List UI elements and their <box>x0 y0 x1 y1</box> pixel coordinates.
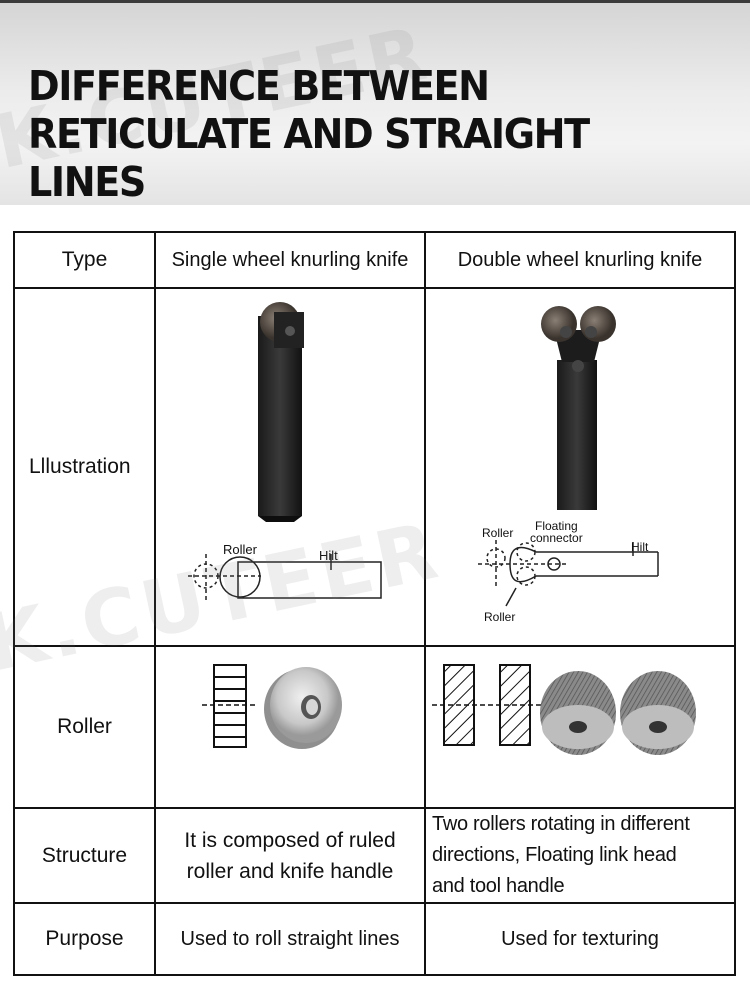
cell-structure-label: Structure <box>13 807 156 904</box>
cell-type-double: Double wheel knurling knife <box>424 231 736 289</box>
structure-double-line1: Two rollers rotating in different <box>432 813 690 835</box>
cell-type-label: Type <box>13 231 156 289</box>
structure-single-line2: roller and knife handle <box>186 859 394 883</box>
cell-roller-single <box>154 645 426 809</box>
label-roller-single: Roller <box>223 542 257 557</box>
cell-type-single: Single wheel knurling knife <box>154 231 426 289</box>
cell-illustration-label: Lllustration <box>13 287 156 647</box>
double-knurling-tool-illustration <box>478 306 659 607</box>
tool-handle-shape <box>258 316 302 516</box>
double-schematic <box>478 540 659 607</box>
cell-structure-double: Two rollers rotating in different direct… <box>424 807 736 904</box>
cell-illustration-single: Roller Hilt <box>154 287 426 647</box>
title-line-2: RETICULATE AND STRAIGHT LINES <box>28 110 590 205</box>
cell-roller-label: Roller <box>13 645 156 809</box>
straight-knurl-roller-photo <box>264 667 342 749</box>
double-roller-right-shape <box>580 306 616 342</box>
structure-double-line2: directions, Floating link head <box>432 844 677 866</box>
row-purpose: Purpose Used to roll straight lines Used… <box>13 902 736 976</box>
cell-illustration-double: K.CUTEER <box>0 287 736 690</box>
diamond-knurl-rollers-photo <box>540 671 696 755</box>
cell-roller-double <box>424 645 736 809</box>
row-roller: Roller <box>13 645 736 809</box>
double-roller-left-shape <box>541 306 577 342</box>
top-border-line <box>0 0 750 3</box>
double-roller-illustration <box>432 664 696 755</box>
page-title: DIFFERENCE BETWEEN RETICULATE AND STRAIG… <box>28 62 679 205</box>
label-floating-connector: Floating connector <box>530 520 583 544</box>
header-banner: K.CUTEER DIFFERENCE BETWEEN RETICULATE A… <box>0 0 750 205</box>
structure-double-line3: and tool handle <box>432 875 565 897</box>
cell-purpose-single: Used to roll straight lines <box>154 902 426 976</box>
label-hilt-double: Hilt <box>631 540 649 554</box>
comparison-table: Type Single wheel knurling knife Double … <box>0 231 736 976</box>
label-roller-double-bottom: Roller <box>484 610 516 624</box>
label-roller-double-top: Roller <box>482 526 514 540</box>
cell-structure-single: It is composed of ruled roller and knife… <box>154 807 426 904</box>
structure-single-line1: It is composed of ruled <box>184 828 396 852</box>
single-schematic <box>188 554 382 602</box>
label-hilt-single: Hilt <box>319 548 338 563</box>
reticulate-roller-diagram <box>432 664 542 746</box>
title-line-1: DIFFERENCE BETWEEN <box>28 62 490 110</box>
single-roller-illustration <box>202 664 342 749</box>
cell-purpose-double: Used for texturing <box>424 902 736 976</box>
row-structure: Structure It is composed of ruled roller… <box>13 807 736 904</box>
label-floating-line2: connector <box>530 531 583 545</box>
row-illustration: Lllustration <box>0 287 736 690</box>
single-knurling-tool-illustration <box>188 302 382 602</box>
double-tool-handle-shape <box>557 360 597 510</box>
row-type: Type Single wheel knurling knife Double … <box>13 231 736 289</box>
cell-purpose-label: Purpose <box>13 902 156 976</box>
ruled-roller-diagram <box>202 664 258 748</box>
label-floating-line1: Floating <box>535 519 578 533</box>
